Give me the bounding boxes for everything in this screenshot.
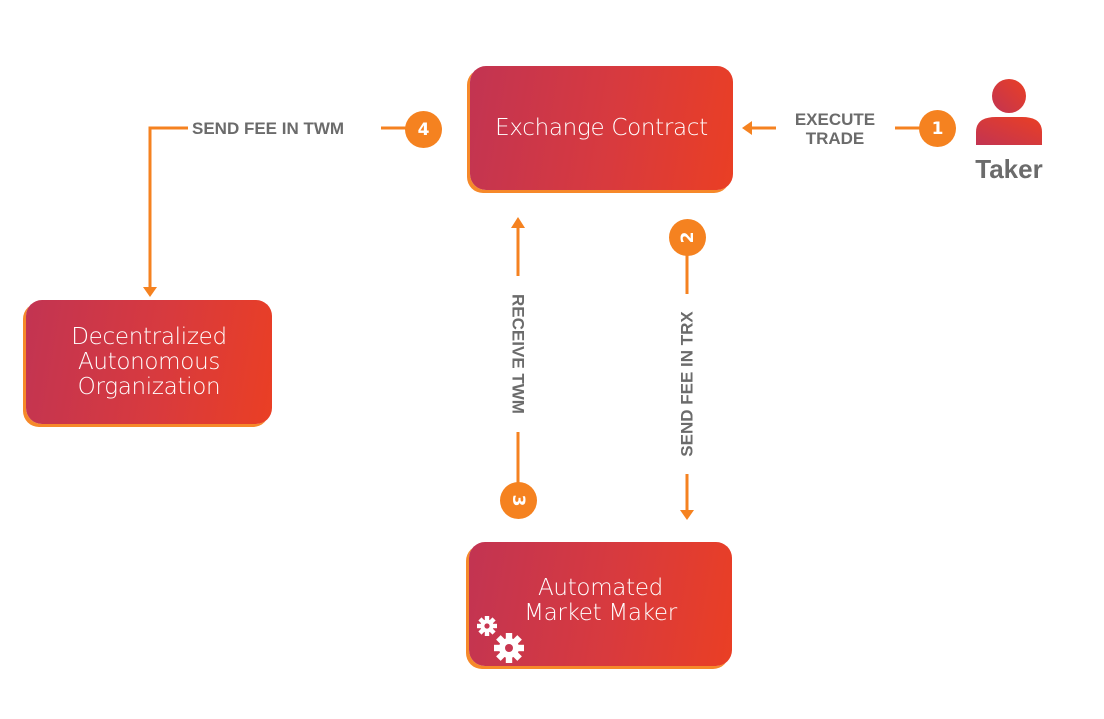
node-label-line: Autonomous xyxy=(77,348,221,375)
user-icon xyxy=(976,79,1042,145)
step-badge-2: 2 xyxy=(669,219,706,256)
node-label-line: Automated xyxy=(538,575,663,601)
taker-label: Taker xyxy=(975,154,1043,184)
step-number: 4 xyxy=(417,119,430,140)
connector-step-4 xyxy=(143,126,406,297)
step-2-label: SEND FEE IN TRX xyxy=(677,311,697,457)
connector-step-3 xyxy=(511,217,525,484)
step-badge-3: 3 xyxy=(500,482,537,519)
step-badge-1: 1 xyxy=(919,110,956,147)
arrowhead-down xyxy=(143,287,157,297)
node-label-line: Decentralized xyxy=(71,323,227,350)
node-label-line: Organization xyxy=(77,373,221,400)
dao-node[interactable]: Decentralized Autonomous Organization xyxy=(26,300,272,424)
step-3-label: RECEIVE TWM xyxy=(508,294,528,414)
amm-node[interactable]: Automated Market Maker xyxy=(469,542,732,666)
step-1-label-line: EXECUTE xyxy=(794,110,876,129)
step-number: 3 xyxy=(508,494,529,507)
arrowhead-up xyxy=(511,217,525,228)
node-label: Exchange Contract xyxy=(495,114,708,141)
node-label-line: Market Maker xyxy=(524,600,677,626)
step-1-label: EXECUTE TRADE xyxy=(780,110,890,148)
step-1-label-line: TRADE xyxy=(805,129,865,148)
gears-icon xyxy=(477,616,524,663)
arrowhead-down xyxy=(680,510,694,520)
step-4-label: SEND FEE IN TWM xyxy=(192,119,345,138)
arrowhead-left xyxy=(742,121,752,135)
connector-step-2 xyxy=(680,254,694,520)
step-number: 2 xyxy=(677,231,698,244)
step-badge-4: 4 xyxy=(405,111,442,148)
exchange-contract-node[interactable]: Exchange Contract xyxy=(470,66,733,190)
step-number: 1 xyxy=(931,118,944,139)
connector-step-1 xyxy=(742,121,920,135)
